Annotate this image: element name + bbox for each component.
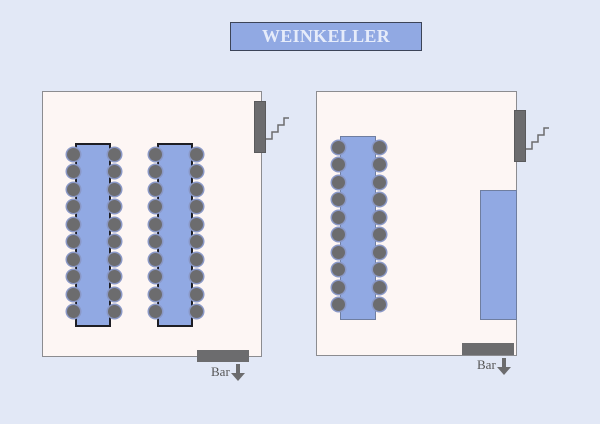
chair (107, 147, 121, 161)
chair (189, 252, 203, 266)
chair (331, 158, 345, 171)
chair (331, 193, 345, 206)
chair (331, 140, 345, 154)
chair (107, 217, 121, 231)
chair (148, 287, 162, 301)
chair (148, 235, 162, 248)
left-bar[interactable] (197, 350, 249, 362)
chair (148, 182, 162, 196)
chair (66, 217, 80, 231)
chair (189, 270, 203, 283)
arrow-down-icon (497, 358, 511, 375)
chair (66, 287, 80, 301)
left-room-door[interactable] (254, 101, 266, 153)
chair (66, 147, 80, 161)
chair (372, 263, 386, 276)
stairs-icon (526, 127, 549, 150)
chair (148, 270, 162, 283)
table-left-2[interactable] (157, 143, 193, 327)
chair (331, 298, 345, 311)
chair (189, 235, 203, 248)
stairs-icon (266, 117, 289, 140)
page-title: WEINKELLER (230, 22, 422, 51)
chair (107, 200, 121, 213)
arrow-down-icon (231, 364, 245, 381)
chair (148, 305, 162, 318)
chair (107, 270, 121, 283)
chair (148, 165, 162, 178)
chair (372, 280, 386, 294)
chair (372, 193, 386, 206)
chair (189, 182, 203, 196)
chair (107, 182, 121, 196)
chair (66, 200, 80, 213)
right-counter[interactable] (480, 190, 517, 320)
chair (331, 228, 345, 241)
chair (189, 287, 203, 301)
chair (331, 245, 345, 259)
chair (66, 165, 80, 178)
chair (331, 210, 345, 224)
chair (148, 200, 162, 213)
chair (372, 158, 386, 171)
chair (148, 217, 162, 231)
chair (372, 175, 386, 189)
chair (66, 305, 80, 318)
chair (66, 235, 80, 248)
chair (372, 245, 386, 259)
table-left-1[interactable] (75, 143, 111, 327)
chair (189, 217, 203, 231)
chair (107, 165, 121, 178)
chair (66, 252, 80, 266)
chair (372, 210, 386, 224)
chair (372, 228, 386, 241)
right-bar-label: Bar (477, 357, 496, 372)
chair (107, 252, 121, 266)
table-right-1[interactable] (340, 136, 376, 320)
chair (331, 175, 345, 189)
chair (66, 270, 80, 283)
right-bar[interactable] (462, 343, 514, 355)
chair (372, 140, 386, 154)
chair (331, 263, 345, 276)
chair (331, 280, 345, 294)
chair (189, 305, 203, 318)
chair (189, 165, 203, 178)
left-bar-label: Bar (211, 364, 230, 379)
chair (107, 305, 121, 318)
chair (189, 147, 203, 161)
chair (66, 182, 80, 196)
chair (372, 298, 386, 311)
chair (107, 287, 121, 301)
chair (189, 200, 203, 213)
chair (107, 235, 121, 248)
right-room-door[interactable] (514, 110, 526, 162)
chair (148, 147, 162, 161)
chair (148, 252, 162, 266)
